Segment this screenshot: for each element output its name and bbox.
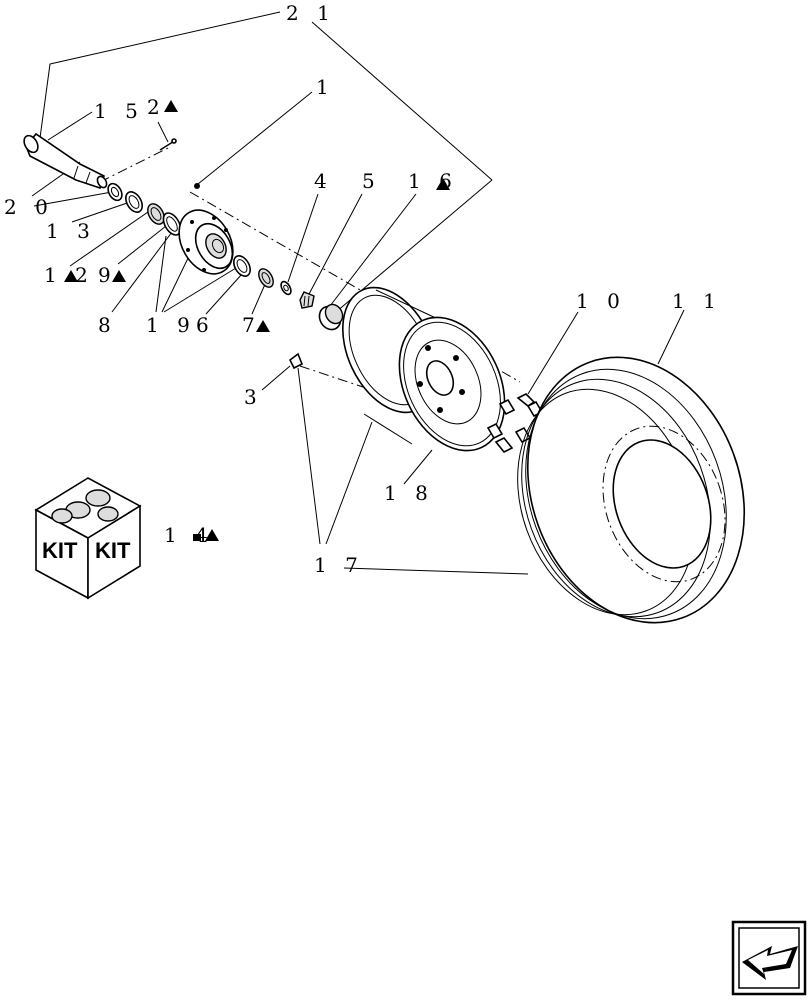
spindle-washers <box>107 182 182 236</box>
callout-1: 1 <box>316 75 335 99</box>
callout-8: 8 <box>98 313 117 337</box>
callout-7: 7 <box>242 313 261 337</box>
triangle-icon <box>256 320 270 332</box>
callout-9: 9 <box>98 263 117 287</box>
callout-12: 1 2 <box>44 263 94 287</box>
callout-17: 1 7 <box>314 553 364 577</box>
triangle-icon <box>164 100 178 112</box>
callout-21: 2 1 <box>286 1 336 25</box>
wheel-hub <box>178 209 234 275</box>
back-arrow-icon <box>742 946 798 980</box>
grease-fitting <box>194 183 200 189</box>
callout-19: 1 9 <box>146 313 196 337</box>
markers <box>64 100 450 541</box>
callout-labels: 2 1 1 5 2 1 2 0 1 3 1 2 9 4 5 1 6 8 1 9 … <box>4 1 722 577</box>
wheel-bolt <box>288 352 304 370</box>
spindle-shaft <box>23 132 108 190</box>
callout-14: 1 4 <box>164 523 214 547</box>
bearing-parts <box>233 255 344 331</box>
wheel-rim <box>342 286 506 452</box>
callout-11: 1 1 <box>672 289 722 313</box>
kit-label-left: KIT <box>42 538 78 563</box>
callout-15: 1 5 <box>94 99 144 123</box>
callout-10: 1 0 <box>576 289 626 313</box>
leader-lines <box>31 11 685 575</box>
kit-label-right: KIT <box>95 538 131 563</box>
triangle-icon <box>64 270 78 282</box>
callout-3: 3 <box>244 385 263 409</box>
callout-13: 1 3 <box>46 219 96 243</box>
back-arrow-button[interactable] <box>731 920 807 996</box>
cotter-pin <box>159 138 177 151</box>
callout-20: 2 0 <box>4 195 54 219</box>
triangle-icon <box>205 529 219 541</box>
square-icon <box>193 534 201 541</box>
callout-16: 1 6 <box>408 169 458 193</box>
triangle-icon <box>436 178 450 190</box>
callout-6: 6 <box>196 313 215 337</box>
triangle-icon <box>112 270 126 282</box>
callout-18: 1 8 <box>384 481 434 505</box>
tire <box>517 356 746 624</box>
callout-4: 4 <box>314 169 333 193</box>
kit-box-icon: KIT KIT <box>34 477 142 600</box>
callout-5: 5 <box>362 169 381 193</box>
callout-2: 2 <box>147 95 166 119</box>
